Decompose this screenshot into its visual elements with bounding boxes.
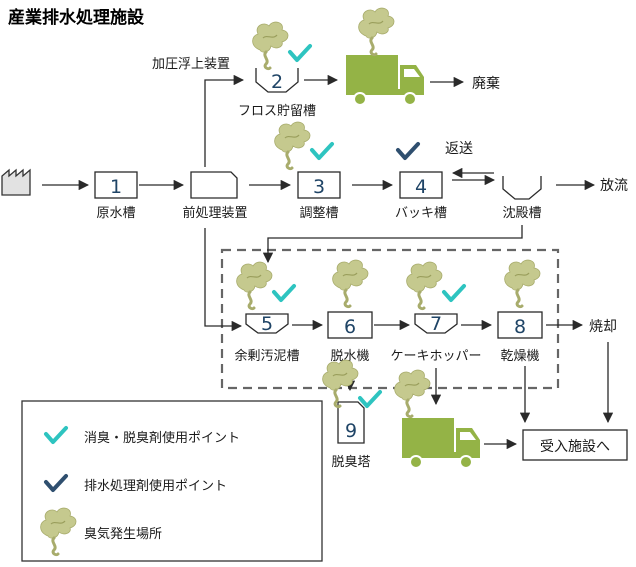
box-dryer — [497, 311, 543, 339]
number-8: 8 — [514, 316, 526, 338]
odor-cloud-icon — [357, 6, 396, 57]
odor-cloud-icon — [503, 258, 542, 309]
box-pretreatment — [190, 171, 238, 199]
label-deodorizing-tower: 脱臭塔 — [331, 455, 370, 470]
flotation-tank-shape — [255, 68, 299, 93]
arrow-settling-to-5 — [262, 225, 523, 264]
odor-cloud-icon — [273, 120, 312, 171]
legend-treatment-label: 排水処理剤使用ポイント — [84, 478, 227, 494]
legend-odor-label: 臭気発生場所 — [84, 526, 162, 542]
number-3: 3 — [313, 176, 325, 198]
label-receiving-facility: 受入施設へ — [540, 439, 610, 455]
label-disposal: 廃棄 — [472, 75, 500, 92]
label-adjustment-tank: 調整槽 — [299, 206, 338, 221]
odor-cloud-icon — [331, 258, 370, 309]
legend-box — [21, 400, 323, 562]
number-9: 9 — [345, 420, 357, 442]
number-5: 5 — [261, 313, 273, 335]
truck-icon — [345, 54, 425, 106]
label-cake-hopper: ケーキホッパー — [390, 349, 481, 364]
number-2: 2 — [271, 71, 283, 93]
odor-cloud-icon — [393, 368, 432, 419]
box-adjustment-tank — [297, 171, 341, 199]
odor-cloud-icon — [405, 260, 444, 311]
label-incineration: 焼却 — [589, 319, 617, 335]
number-7: 7 — [430, 313, 442, 335]
label-dewatering: 脱水機 — [330, 349, 369, 364]
truck-icon — [401, 417, 481, 469]
treatment-check-icon — [396, 142, 420, 160]
odor-cloud-icon — [321, 358, 360, 409]
label-settling-tank: 沈殿槽 — [502, 206, 541, 221]
label-discharge: 放流 — [600, 178, 628, 194]
arrow-pretreatment-to-5 — [204, 228, 243, 332]
odor-cloud-icon — [235, 260, 274, 311]
label-float-tank: フロス貯留槽 — [238, 104, 316, 119]
deodorant-check-icon — [288, 44, 312, 62]
number-4: 4 — [415, 176, 427, 198]
deodorant-check-icon — [272, 284, 296, 302]
legend-deodorant-label: 消臭・脱臭剤使用ポイント — [84, 430, 240, 446]
label-flotation-unit: 加圧浮上装置 — [152, 57, 230, 72]
box-dewatering — [327, 311, 373, 339]
settling-tank-shape — [502, 176, 542, 200]
label-excess-sludge-tank: 余剰汚泥槽 — [234, 348, 299, 364]
arrow-pretreatment-to-flotation — [204, 74, 245, 167]
excess-sludge-tank-shape — [245, 313, 289, 334]
label-dryer: 乾燥機 — [500, 349, 539, 364]
cake-hopper-shape — [414, 313, 458, 334]
box-raw-water-tank — [94, 171, 138, 199]
deodorant-check-icon — [358, 390, 382, 408]
deodorant-check-icon — [442, 284, 466, 302]
deodorant-check-icon — [310, 142, 334, 160]
box-batch-tank — [399, 171, 443, 199]
factory-icon — [1, 168, 31, 196]
page-title: 産業排水処理施設 — [8, 7, 145, 28]
number-1: 1 — [110, 176, 122, 198]
sludge-treatment-enclosure — [220, 248, 560, 390]
label-raw-water-tank: 原水槽 — [96, 206, 135, 221]
box-receiving-facility — [522, 429, 628, 461]
label-return: 返送 — [445, 141, 473, 157]
box-deodorizing-tower — [337, 401, 365, 444]
number-6: 6 — [344, 316, 356, 338]
label-pretreatment: 前処理装置 — [182, 205, 247, 221]
label-batch-tank: バッキ槽 — [395, 206, 447, 221]
odor-cloud-icon — [251, 20, 290, 71]
